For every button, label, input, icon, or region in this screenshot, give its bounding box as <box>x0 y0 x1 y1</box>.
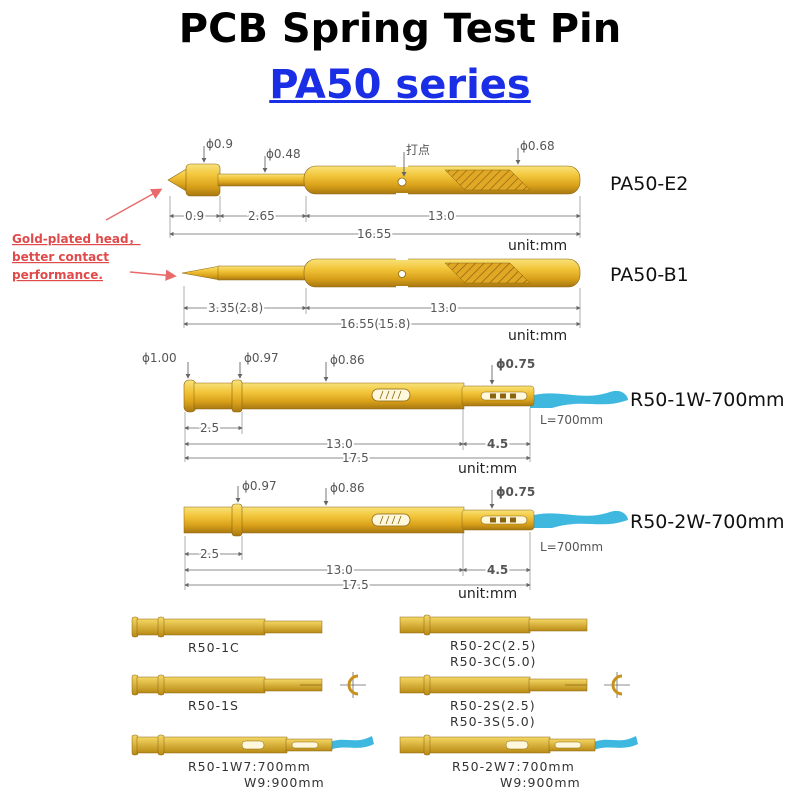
pa50-b1-dim-plunger: 3.35(2.8) <box>208 301 263 315</box>
pa50-b1-drawing: 3.35(2.8) 13.0 16.55(15.8) unit:mm PA50-… <box>181 258 689 344</box>
pa50-e2-shaft <box>217 173 309 187</box>
r50-2w-dim-body: 13.0 <box>326 563 353 577</box>
pa50-e2-diam-head: ϕ0.9 <box>206 137 233 151</box>
r50-1w-wire-length: L=700mm <box>540 413 603 427</box>
r50-1w-diam-tail: ϕ0.75 <box>496 357 535 371</box>
r50-2w-wire-length: L=700mm <box>540 540 603 554</box>
pa50-e2-dim-tip: 0.9 <box>185 209 204 223</box>
pa50-e2-unit: unit:mm <box>508 238 567 254</box>
r50-1w-unit: unit:mm <box>458 461 517 477</box>
r50-2w7-drawing: R50-2W7:700mm W9:900mm <box>399 734 638 790</box>
r50-2w-diam-body: ϕ0.86 <box>330 481 365 495</box>
r50-2w-dim-head: 2.5 <box>200 547 219 561</box>
r50-1c-label: R50-1C <box>188 640 240 655</box>
r50-1c-drawing: R50-1C <box>131 616 323 655</box>
pa50-e2-dim-total: 16.55 <box>357 227 391 241</box>
series-subtitle[interactable]: PA50 series <box>269 62 531 108</box>
r50-1w7-drawing: R50-1W7:700mm W9:900mm <box>131 734 374 790</box>
r50-2w-diam-tail: ϕ0.75 <box>496 485 535 499</box>
r50-2c-label: R50-2C(2.5) <box>450 638 536 653</box>
pa50-e2-drawing: ϕ0.9 ϕ0.48 打点 ϕ0.68 0.9 2.65 13.0 16.55 … <box>167 137 688 254</box>
r50-1w-dim-tail: 4.5 <box>487 437 508 451</box>
r50-2w-unit: unit:mm <box>458 586 517 602</box>
r50-2c-drawing: R50-2C(2.5) R50-3C(5.0) <box>399 614 588 669</box>
pa50-b1-tip <box>181 265 221 281</box>
r50-2w9-label: W9:900mm <box>500 775 581 790</box>
r50-3c-label: R50-3C(5.0) <box>450 654 536 669</box>
r50-1w-dim-head: 2.5 <box>200 421 219 435</box>
r50-1w-diam-collar: ϕ1.00 <box>142 351 177 365</box>
r50-1w-dim-total: 17.5 <box>342 451 369 465</box>
r50-2w-wire <box>530 510 628 528</box>
slot-section-icon <box>604 672 630 698</box>
note-line-3: performance. <box>12 268 103 282</box>
r50-1w-model: R50-1W-700mm <box>630 389 784 411</box>
r50-2w-model: R50-2W-700mm <box>630 511 784 533</box>
r50-2w-drawing: ϕ0.97 ϕ0.86 ϕ0.75 L=700mm 2.5 13.0 4.5 1… <box>183 479 784 602</box>
r50-1w-diam-ring: ϕ0.97 <box>244 351 279 365</box>
gold-plated-note: Gold-plated head， better contact perform… <box>12 188 177 282</box>
r50-2s-label: R50-2S(2.5) <box>450 698 536 713</box>
r50-2w-diam-ring: ϕ0.97 <box>242 479 277 493</box>
pa50-e2-head <box>185 163 221 197</box>
r50-1w7-label: R50-1W7:700mm <box>188 759 311 774</box>
r50-3s-label: R50-3S(5.0) <box>450 714 536 729</box>
pa50-e2-barrel <box>303 165 581 195</box>
pa50-b1-dim-total: 16.55(15.8) <box>340 317 410 331</box>
r50-1w-wire <box>530 390 628 408</box>
r50-1s-drawing: R50-1S <box>131 672 366 713</box>
pa50-e2-dim-barrel: 13.0 <box>428 209 455 223</box>
pa50-e2-dot-mark <box>397 177 407 187</box>
pa50-b1-model: PA50-B1 <box>610 264 689 286</box>
r50-1w-dim-body: 13.0 <box>326 437 353 451</box>
slot-section-icon <box>340 672 366 698</box>
r50-1w9-label: W9:900mm <box>244 775 325 790</box>
r50-2s-drawing: R50-2S(2.5) R50-3S(5.0) <box>399 672 630 729</box>
page-title: PCB Spring Test Pin <box>178 6 622 52</box>
pa50-e2-tip <box>167 167 189 193</box>
pa50-e2-diam-barrel: ϕ0.68 <box>520 139 555 153</box>
r50-1w-diam-body: ϕ0.86 <box>330 353 365 367</box>
r50-2w-dim-tail: 4.5 <box>487 563 508 577</box>
pa50-b1-shaft <box>217 265 309 281</box>
note-arrow-upper <box>105 188 163 221</box>
pa50-b1-barrel <box>303 258 581 288</box>
pa50-e2-model: PA50-E2 <box>610 173 688 195</box>
note-arrow-lower <box>129 269 177 281</box>
r50-1w-drawing: ϕ1.00 ϕ0.97 ϕ0.86 ϕ0.75 L=700mm 2.5 13.0… <box>142 351 784 477</box>
note-line-2: better contact <box>12 250 109 264</box>
pa50-b1-unit: unit:mm <box>508 328 567 344</box>
r50-2w7-label: R50-2W7:700mm <box>452 759 575 774</box>
pa50-e2-dim-plunger: 2.65 <box>248 209 275 223</box>
r50-1s-label: R50-1S <box>188 698 239 713</box>
pa50-b1-dim-barrel: 13.0 <box>430 301 457 315</box>
r50-2w-dim-total: 17.5 <box>342 578 369 592</box>
pa50-e2-mark-label: 打点 <box>406 143 430 157</box>
note-line-1: Gold-plated head， <box>12 232 141 246</box>
pa50-e2-diam-shaft: ϕ0.48 <box>266 147 301 161</box>
